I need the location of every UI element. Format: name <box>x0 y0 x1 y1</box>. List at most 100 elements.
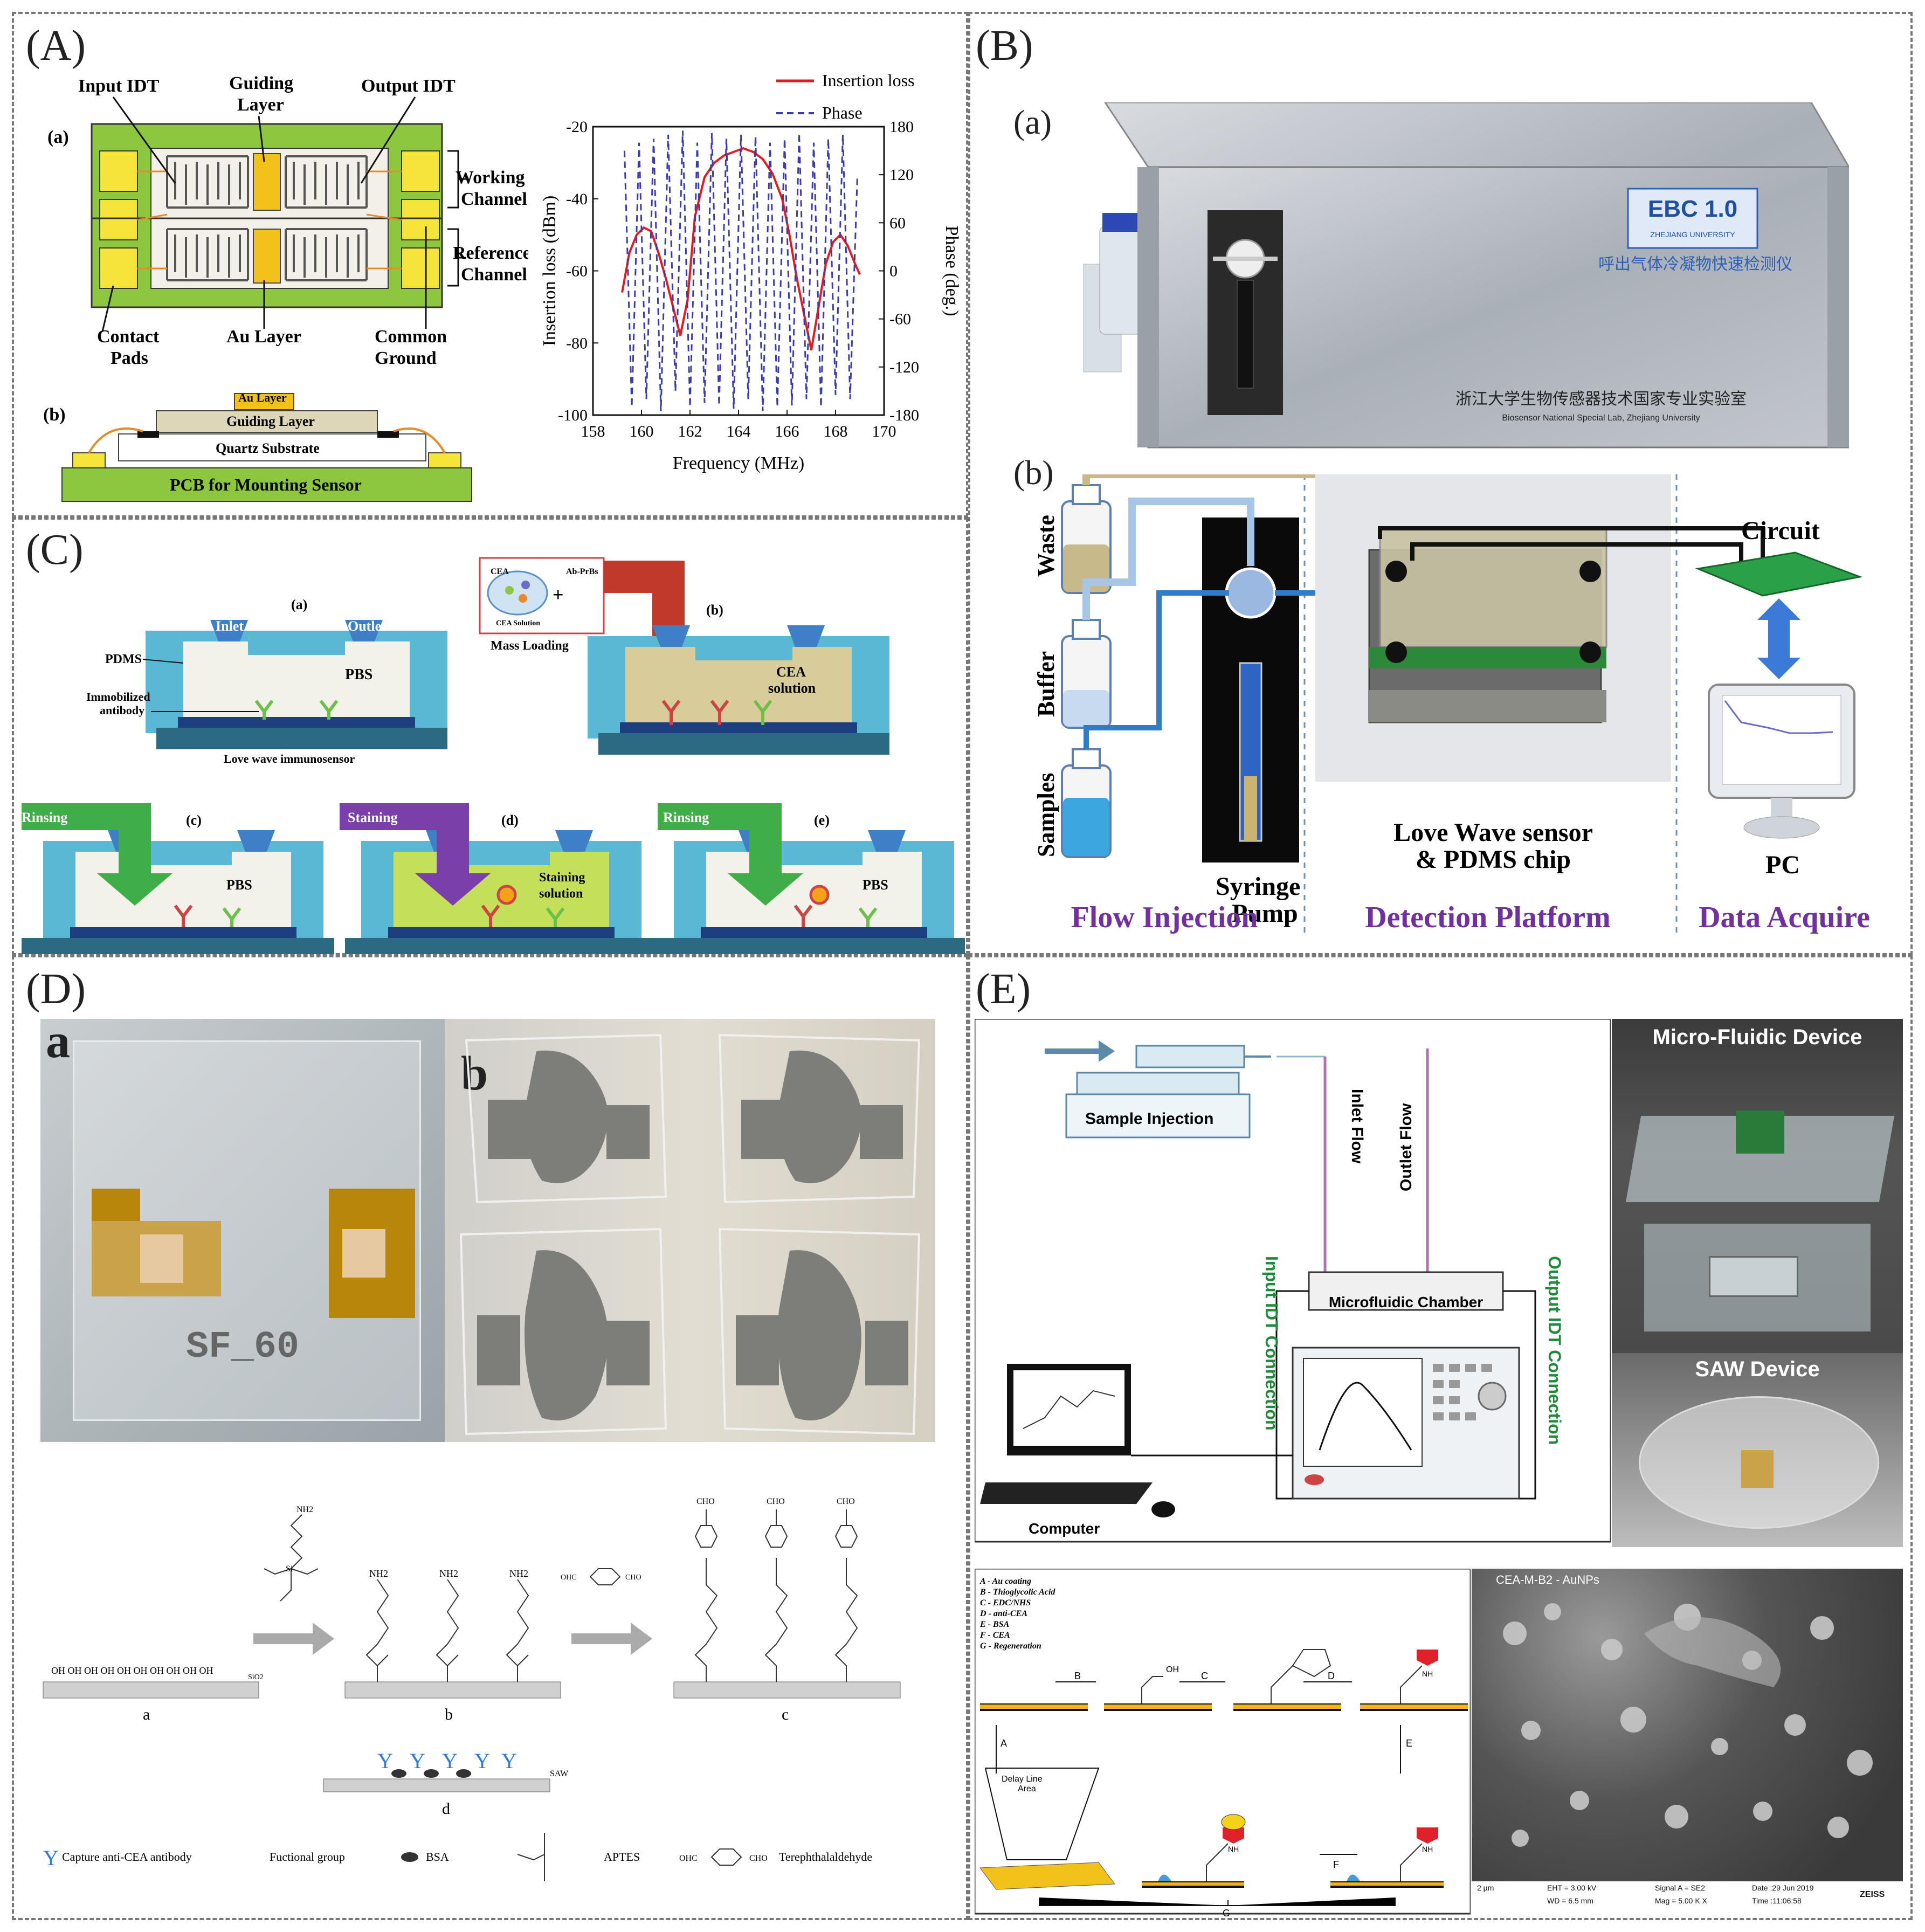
panel-a-frame <box>12 12 968 518</box>
detection-platform-label: Detection Platform <box>1365 901 1611 934</box>
waste-bottle <box>1061 484 1112 594</box>
step-d-label: (d) <box>501 812 519 828</box>
buffer-bottle <box>1061 619 1112 729</box>
panel-b-frame <box>968 12 1913 955</box>
svg-text:CHO: CHO <box>696 1497 715 1506</box>
step-a-label: (a) <box>291 597 307 612</box>
reference-channel-label-2: Channel <box>461 265 527 285</box>
saw-chip-photo-b: b <box>445 1019 935 1442</box>
guiding-layer-block <box>253 153 281 211</box>
immunoassay-steps-diagram: (a) Inlet Outlet PDMS PBS Immobilized an… <box>22 557 965 954</box>
syringe-label-1: Syringe <box>1216 872 1300 901</box>
computer-label: Computer <box>1029 1520 1100 1537</box>
x-tick-label: 166 <box>775 423 799 440</box>
x-axis-label: Frequency (MHz) <box>673 453 805 473</box>
panel-c-label: (C) <box>26 526 84 574</box>
cs-quartz <box>118 433 426 461</box>
surface-chemistry-diagram: OH OH OH OH OH OH OH OH OH OH SiO2 a NH2… <box>43 1497 901 1881</box>
panel-e-label: (E) <box>976 965 1031 1013</box>
panel-d-label: (D) <box>26 965 86 1013</box>
sem-image: CEA-M-B2 - AuNPs 2 µm EHT = 3.00 kV WD =… <box>1472 1569 1903 1914</box>
arrow-b-label: B <box>1074 1671 1081 1681</box>
step-c-label: (c) <box>186 812 202 828</box>
step-a-cell <box>146 620 447 749</box>
x-tick-label: 160 <box>630 423 654 440</box>
svg-text:Y: Y <box>43 1846 59 1870</box>
y-tick-label: -20 <box>566 118 588 136</box>
legend-list: A - Au coating B - Thioglycolic Acid C -… <box>979 1577 1055 1651</box>
insertion-loss-line <box>621 147 861 351</box>
legend-item: G - Regeneration <box>980 1641 1041 1651</box>
contact-pad <box>99 199 138 240</box>
svg-text:Y: Y <box>377 1749 393 1773</box>
reference-channel-label-1: Reference <box>453 243 528 263</box>
device-name: EBC 1.0 <box>1648 196 1737 222</box>
working-channel-label-1: Working <box>456 168 525 188</box>
y2-tick-label: 0 <box>889 263 898 280</box>
nh-label-2: NH <box>1228 1845 1239 1853</box>
microfluidic-chamber-label: Microfluidic Chamber <box>1329 1294 1483 1310</box>
legend-functional-label: Fuctional group <box>270 1850 345 1864</box>
love-wave-label-1: Love Wave sensor <box>1393 818 1593 847</box>
legend-tere-label: Terephthalaldehyde <box>779 1850 872 1864</box>
oh-row-label: OH OH OH OH OH OH OH OH OH OH <box>51 1665 213 1676</box>
legend-item: B - Thioglycolic Acid <box>979 1588 1055 1597</box>
step-d-label: d <box>442 1800 450 1818</box>
sem-signal: Signal A = SE2 <box>1655 1883 1706 1892</box>
saw-device-photo: SAW Device <box>1612 1353 1903 1547</box>
cs-pcb <box>61 467 472 502</box>
panel-e-frame <box>968 955 1913 1920</box>
si-label: Si <box>286 1564 293 1574</box>
love-wave-label-2: & PDMS chip <box>1416 845 1571 874</box>
y2-tick-label: -120 <box>889 358 919 376</box>
cs-au-layer <box>234 393 294 410</box>
idt-reference-right <box>285 228 368 281</box>
step-e-cell <box>663 830 965 954</box>
rinsing-arrow-1 <box>22 803 129 830</box>
saw-chip-photo-a: a SF_60 <box>40 1019 445 1442</box>
svg-text:NH2: NH2 <box>439 1568 458 1579</box>
pc-label: PC <box>1765 851 1800 879</box>
syringe-label-2: Pump <box>1232 899 1298 928</box>
saw-measurement-setup: Sample Injection Inlet Flow Outlet Flow … <box>975 1019 1611 1543</box>
svg-text:NH2: NH2 <box>369 1568 388 1579</box>
panel-d-frame <box>12 955 968 1920</box>
legend-item: D - anti-CEA <box>979 1609 1027 1618</box>
y-tick-label: -80 <box>566 334 588 352</box>
pbs-e-label: PBS <box>863 877 888 893</box>
legend-item: A - Au coating <box>979 1577 1031 1586</box>
delay-line-label-1: Delay Line <box>1002 1775 1043 1784</box>
legend-item: E - BSA <box>979 1620 1010 1629</box>
panel-c-frame <box>12 518 968 955</box>
samples-bottle <box>1061 748 1112 858</box>
outlet-flow-label: Outlet Flow <box>1397 1103 1415 1191</box>
y2-axis-label: Phase (deg.) <box>942 225 960 316</box>
step-b-label: b <box>445 1706 453 1723</box>
sem-scale: 2 µm <box>1477 1883 1494 1892</box>
legend-phase-label: Phase <box>822 103 863 122</box>
sem-date: Date :29 Jun 2019 <box>1752 1883 1814 1892</box>
step-b-cell <box>588 625 889 755</box>
contact-pad <box>401 247 440 289</box>
cea-solution-label-1: CEA <box>776 664 806 680</box>
y2-tick-label: 180 <box>889 118 914 136</box>
svg-text:Y: Y <box>474 1749 490 1773</box>
micro-fluidic-device-label: Micro-Fluidic Device <box>1652 1025 1862 1049</box>
sem-title: CEA-M-B2 - AuNPs <box>1496 1573 1599 1586</box>
device-univ: ZHEJIANG UNIVERSITY <box>1650 230 1735 239</box>
step-c-cell <box>22 830 334 954</box>
cea-solution-label-2: solution <box>768 680 816 696</box>
arrow-e-label: E <box>1406 1738 1412 1749</box>
oh-label: OH <box>1166 1665 1179 1674</box>
cho-label: CHO <box>625 1574 641 1582</box>
idt-working-left <box>166 155 249 209</box>
sample-injection-pump <box>1045 1040 1271 1138</box>
x-tick-label: 164 <box>727 423 751 440</box>
common-ground-label-1: Common <box>375 327 447 347</box>
saw-label: SAW <box>550 1769 569 1778</box>
y2-tick-label: 60 <box>889 214 906 232</box>
output-idt-conn-label: Output IDT Connection <box>1545 1256 1564 1445</box>
pdms-label: PDMS <box>105 652 142 666</box>
nh2-label: NH2 <box>296 1505 313 1514</box>
panel-b-label: (B) <box>976 22 1033 70</box>
